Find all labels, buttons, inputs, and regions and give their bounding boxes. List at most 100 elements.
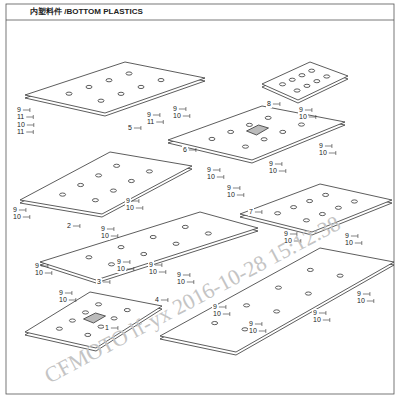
fastener-mark bbox=[189, 273, 190, 277]
callout-number: 10 bbox=[212, 310, 222, 318]
mounting-hole bbox=[126, 72, 132, 75]
fastener-mark bbox=[281, 162, 282, 166]
leader-line bbox=[363, 294, 370, 295]
leader-line bbox=[217, 177, 224, 178]
callout-number: 11 bbox=[16, 128, 25, 136]
mounting-hole bbox=[124, 308, 130, 311]
mounting-hole bbox=[298, 123, 304, 126]
fastener-mark bbox=[33, 123, 34, 127]
mounting-hole bbox=[141, 252, 147, 255]
leader-line bbox=[351, 236, 358, 237]
fastener-mark bbox=[29, 108, 30, 112]
mounting-hole bbox=[275, 286, 281, 289]
mounting-hole bbox=[128, 179, 134, 182]
mounting-hole bbox=[244, 304, 250, 307]
fastener-mark bbox=[261, 210, 262, 214]
mounting-hole bbox=[82, 311, 88, 314]
mounting-hole bbox=[96, 174, 102, 177]
mounting-hole bbox=[98, 99, 104, 102]
mounting-hole bbox=[299, 74, 305, 77]
leader-line bbox=[23, 110, 30, 111]
fastener-mark bbox=[357, 234, 358, 238]
leader-line bbox=[187, 282, 194, 283]
mounting-hole bbox=[92, 199, 98, 202]
callout-number: 10 bbox=[268, 167, 278, 175]
mounting-hole bbox=[275, 212, 281, 215]
mounting-hole bbox=[96, 303, 102, 306]
mounting-hole bbox=[261, 138, 267, 141]
leader-line bbox=[305, 110, 312, 111]
fastener-mark bbox=[311, 108, 312, 112]
mounting-hole bbox=[265, 116, 271, 119]
leader-line bbox=[156, 122, 163, 123]
fastener-mark bbox=[335, 151, 336, 155]
leader-line bbox=[189, 150, 196, 151]
callout-number: 10 bbox=[176, 278, 186, 286]
fastener-mark bbox=[325, 311, 326, 315]
callout-number: 7 bbox=[248, 208, 254, 216]
fastener-mark bbox=[315, 115, 316, 119]
leader-line bbox=[107, 229, 114, 230]
mounting-hole bbox=[351, 200, 357, 203]
fastener-mark bbox=[219, 168, 220, 172]
mounting-hole bbox=[274, 310, 280, 313]
fastener-mark bbox=[129, 260, 130, 264]
callout-number: 10 bbox=[148, 268, 158, 276]
leader-line bbox=[213, 170, 220, 171]
fastener-mark bbox=[159, 113, 160, 117]
fastener-mark bbox=[51, 271, 52, 275]
fastener-mark bbox=[133, 267, 134, 271]
leader-line bbox=[325, 146, 332, 147]
mounting-hole bbox=[309, 69, 315, 72]
plastic-panel bbox=[168, 106, 345, 160]
callout-number: 10 bbox=[100, 232, 110, 240]
fastener-mark bbox=[223, 175, 224, 179]
mounting-hole bbox=[228, 130, 234, 133]
leader-line bbox=[183, 116, 190, 117]
fastener-mark bbox=[33, 115, 34, 119]
callout-number: 10 bbox=[58, 296, 68, 304]
mounting-hole bbox=[118, 246, 124, 249]
mounting-hole bbox=[85, 333, 91, 336]
mounting-hole bbox=[56, 327, 62, 330]
callout-number: 6 bbox=[182, 146, 188, 154]
leader-line bbox=[309, 117, 316, 118]
fastener-mark bbox=[109, 280, 110, 284]
mounting-hole bbox=[205, 232, 211, 235]
fastener-mark bbox=[195, 148, 196, 152]
mounting-hole bbox=[150, 235, 156, 238]
fastener-mark bbox=[279, 102, 280, 106]
frame-border bbox=[6, 4, 394, 394]
mounting-hole bbox=[108, 263, 114, 266]
leader-line bbox=[153, 115, 160, 116]
leader-line bbox=[329, 153, 336, 154]
fastener-mark bbox=[47, 264, 48, 268]
fastener-mark bbox=[373, 299, 374, 303]
fastener-mark bbox=[117, 234, 118, 238]
callout-number: 10 bbox=[116, 265, 126, 273]
mounting-hole bbox=[294, 89, 300, 92]
leader-line bbox=[26, 117, 33, 118]
mounting-hole bbox=[242, 145, 248, 148]
mounting-hole bbox=[146, 170, 152, 173]
callout-number: 10 bbox=[318, 149, 328, 157]
fastener-mark bbox=[243, 193, 244, 197]
leader-line bbox=[65, 293, 72, 294]
title-rule bbox=[6, 20, 394, 21]
leader-line bbox=[183, 275, 190, 276]
leader-line bbox=[233, 188, 240, 189]
plastic-panel bbox=[25, 62, 205, 113]
fastener-mark bbox=[113, 227, 114, 231]
callout-number: 10 bbox=[248, 327, 258, 335]
fastener-mark bbox=[261, 322, 262, 326]
mounting-hole bbox=[280, 130, 286, 133]
leader-line bbox=[127, 269, 134, 270]
mounting-hole bbox=[246, 123, 252, 126]
panel-cutout bbox=[247, 125, 269, 135]
fastener-mark bbox=[185, 107, 186, 111]
leader-line bbox=[259, 331, 266, 332]
mounting-hole bbox=[114, 164, 120, 167]
leader-line bbox=[103, 282, 110, 283]
leader-line bbox=[279, 171, 286, 172]
mounting-hole bbox=[314, 80, 320, 83]
